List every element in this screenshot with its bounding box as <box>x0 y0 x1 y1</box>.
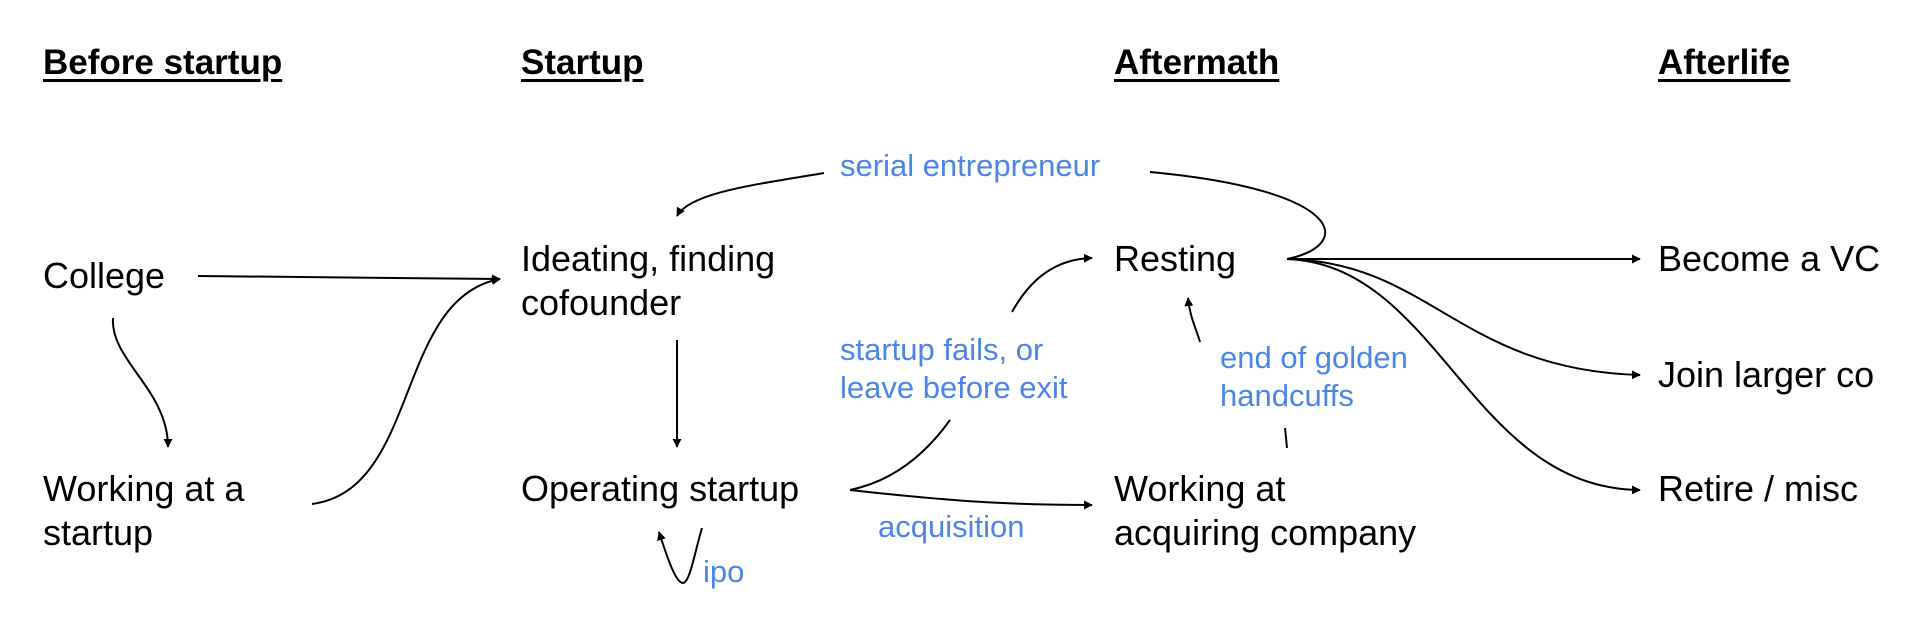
edge-college-to-ideating <box>197 274 501 284</box>
edge-resting-to-retire <box>1286 258 1641 495</box>
label-ipo: ipo <box>703 554 745 589</box>
label-golden-line-2: handcuffs <box>1220 378 1354 413</box>
node-ideating-finding-cofounder: Ideating, finding cofounder <box>521 237 775 325</box>
label-startup-fails-line-1: startup fails, or <box>840 332 1044 367</box>
node-working-at-a-startup-line-2: startup <box>43 512 154 553</box>
label-end-of-golden-handcuffs: end of golden handcuffs <box>1220 339 1408 415</box>
node-retire-misc: Retire / misc <box>1658 468 1859 509</box>
heading-afterlife: Afterlife <box>1658 43 1791 82</box>
edge-serial-entrepreneur-to-ideating <box>676 172 825 217</box>
node-become-a-vc: Become a VC <box>1658 238 1881 279</box>
node-working-at-acquiring-line-2: acquiring company <box>1114 512 1417 553</box>
edge-operating-to-resting-upper <box>1011 253 1093 313</box>
node-working-at-a-startup: Working at a startup <box>43 467 244 555</box>
label-acquisition: acquisition <box>878 509 1025 544</box>
edge-college-to-working-startup <box>111 317 173 448</box>
edge-resting-to-larger-co <box>1286 258 1641 380</box>
label-startup-fails-line-2: leave before exit <box>840 370 1068 405</box>
label-serial-entrepreneur: serial entrepreneur <box>840 148 1101 183</box>
edge-ipo-swoosh <box>657 527 703 585</box>
node-join-larger-co: Join larger co <box>1658 354 1875 395</box>
heading-startup: Startup <box>521 43 644 82</box>
node-working-at-acquiring-company: Working at acquiring company <box>1114 467 1416 555</box>
edge-acquiring-to-resting-upper <box>1184 297 1201 343</box>
edge-serial-entrepreneur-loop <box>1149 171 1327 260</box>
node-ideating-line-2: cofounder <box>521 282 682 323</box>
edge-operating-to-acquiring <box>849 489 1093 510</box>
label-startup-fails: startup fails, or leave before exit <box>840 331 1067 407</box>
node-college: College <box>43 255 166 296</box>
node-operating-startup: Operating startup <box>521 468 800 509</box>
heading-aftermath: Aftermath <box>1114 43 1280 82</box>
edge-working-startup-to-ideating <box>311 276 501 505</box>
label-golden-line-1: end of golden <box>1220 340 1408 375</box>
node-ideating-line-1: Ideating, finding <box>521 238 776 279</box>
node-resting: Resting <box>1114 238 1237 279</box>
edge-operating-to-resting-lower <box>849 419 951 491</box>
node-working-at-acquiring-line-1: Working at <box>1114 468 1286 509</box>
node-working-at-a-startup-line-1: Working at a <box>43 468 245 509</box>
edge-acquiring-to-resting-lower <box>1284 427 1288 449</box>
heading-before-startup: Before startup <box>43 43 283 82</box>
